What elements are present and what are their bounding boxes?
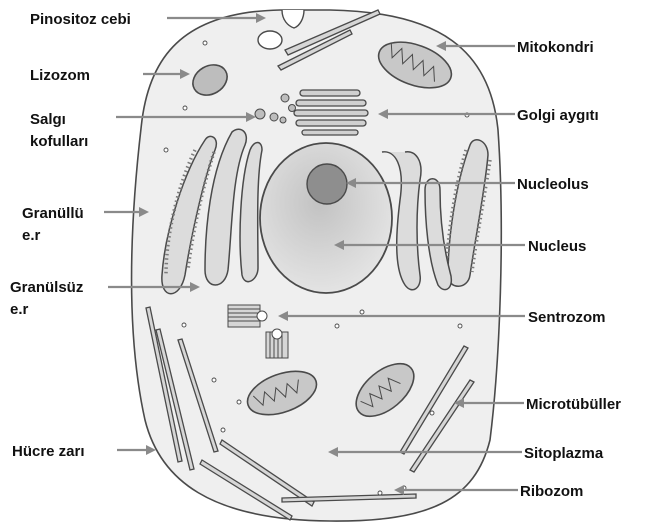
label-lizozom: Lizozom [30,67,90,84]
label-sitoplazma: Sitoplazma [524,445,604,462]
label-microtubuller: Microtübüller [526,396,621,413]
label-ribozom: Ribozom [520,483,583,500]
label-hucre-zari: Hücre zarı [12,443,85,460]
label-sentrozom: Sentrozom [528,309,606,326]
label-pinositoz-cebi: Pinositoz cebi [30,11,131,28]
label-salgi-line2: kofulları [30,133,88,150]
label-nucleolus: Nucleolus [517,176,589,193]
label-nucleus: Nucleus [528,238,586,255]
label-mitokondri: Mitokondri [517,39,594,56]
nucleolus [307,164,347,204]
label-granulsuz-line2: e.r [10,301,29,318]
label-granulsuz-line1: Granülsüz [10,279,83,296]
label-granullu-line1: Granüllü [22,205,84,222]
label-salgi-line1: Salgı [30,111,66,128]
label-granullu-line2: e.r [22,227,41,244]
label-golgi: Golgi aygıtı [517,107,599,124]
